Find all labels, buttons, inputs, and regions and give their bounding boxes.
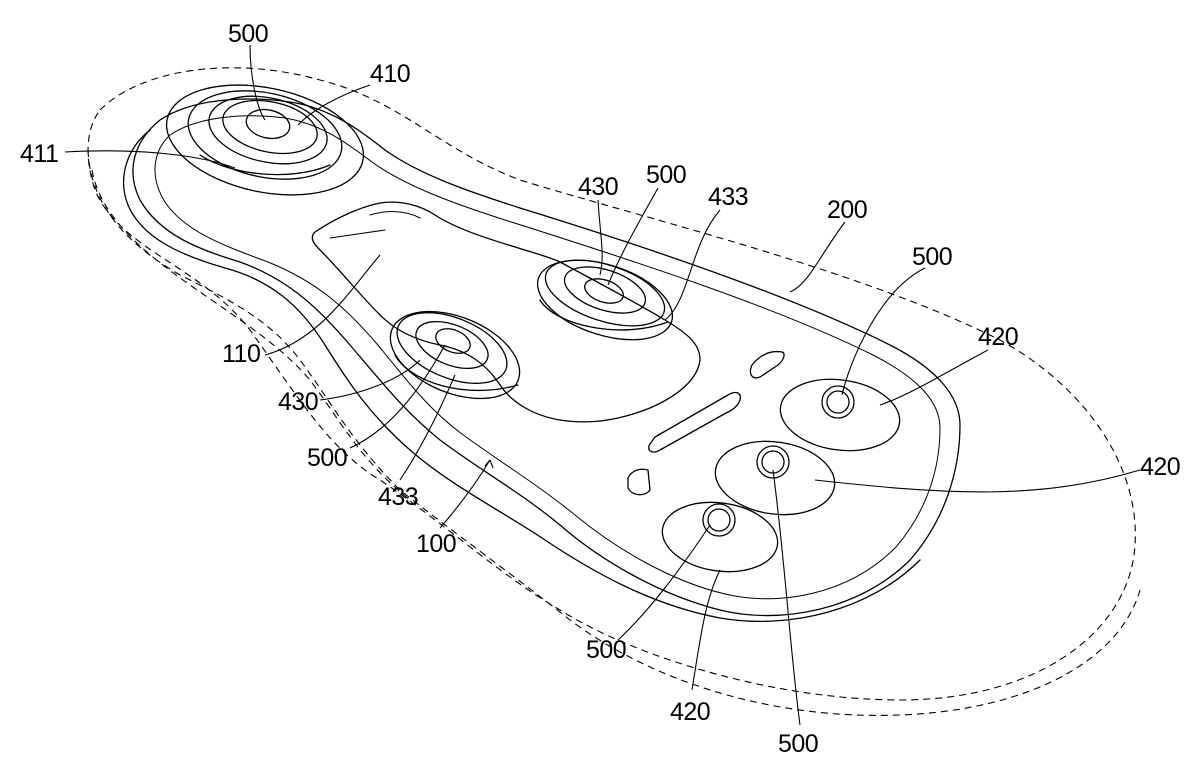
label-heel-pad: 410 bbox=[370, 60, 410, 88]
label-magnet-toe-middle: 500 bbox=[778, 730, 818, 758]
heel-pad bbox=[156, 68, 373, 211]
insole-outline bbox=[88, 68, 1140, 716]
magnet-heel bbox=[244, 106, 293, 143]
label-toe-pad: 420 bbox=[978, 323, 1018, 351]
magnet-arch-right bbox=[582, 274, 627, 307]
label-plate: 100 bbox=[416, 530, 456, 558]
magnet-toe-middle bbox=[762, 451, 784, 473]
label-toe-pad-middle: 420 bbox=[1140, 453, 1180, 481]
arch-pad-right bbox=[528, 245, 683, 355]
arch-pad-left bbox=[378, 294, 533, 415]
magnet-arch-left bbox=[432, 324, 474, 358]
label-arch-pad-rim-left: 433 bbox=[378, 483, 418, 511]
label-arch-pad-rim-right: 433 bbox=[708, 183, 748, 211]
magnet-toe-top bbox=[827, 391, 849, 413]
label-recess: 110 bbox=[222, 340, 260, 368]
label-heel-pad-edge: 411 bbox=[20, 140, 58, 168]
label-magnet-toe-bottom: 500 bbox=[586, 636, 626, 664]
label-magnet-heel: 500 bbox=[228, 20, 268, 48]
label-arch-pad-left: 430 bbox=[278, 388, 318, 416]
reference-numerals: 500 410 411 430 500 433 200 500 420 420 … bbox=[20, 20, 1180, 758]
label-arch-pad-right: 430 bbox=[578, 173, 618, 201]
label-magnet-arch-left: 500 bbox=[307, 444, 347, 472]
label-toe-pad-bottom: 420 bbox=[670, 698, 710, 726]
magnet-toe-bottom bbox=[708, 509, 730, 531]
label-magnet-arch-right: 500 bbox=[646, 161, 686, 189]
label-insole-outline: 200 bbox=[827, 196, 867, 224]
label-magnet-toe-top: 500 bbox=[912, 243, 952, 271]
